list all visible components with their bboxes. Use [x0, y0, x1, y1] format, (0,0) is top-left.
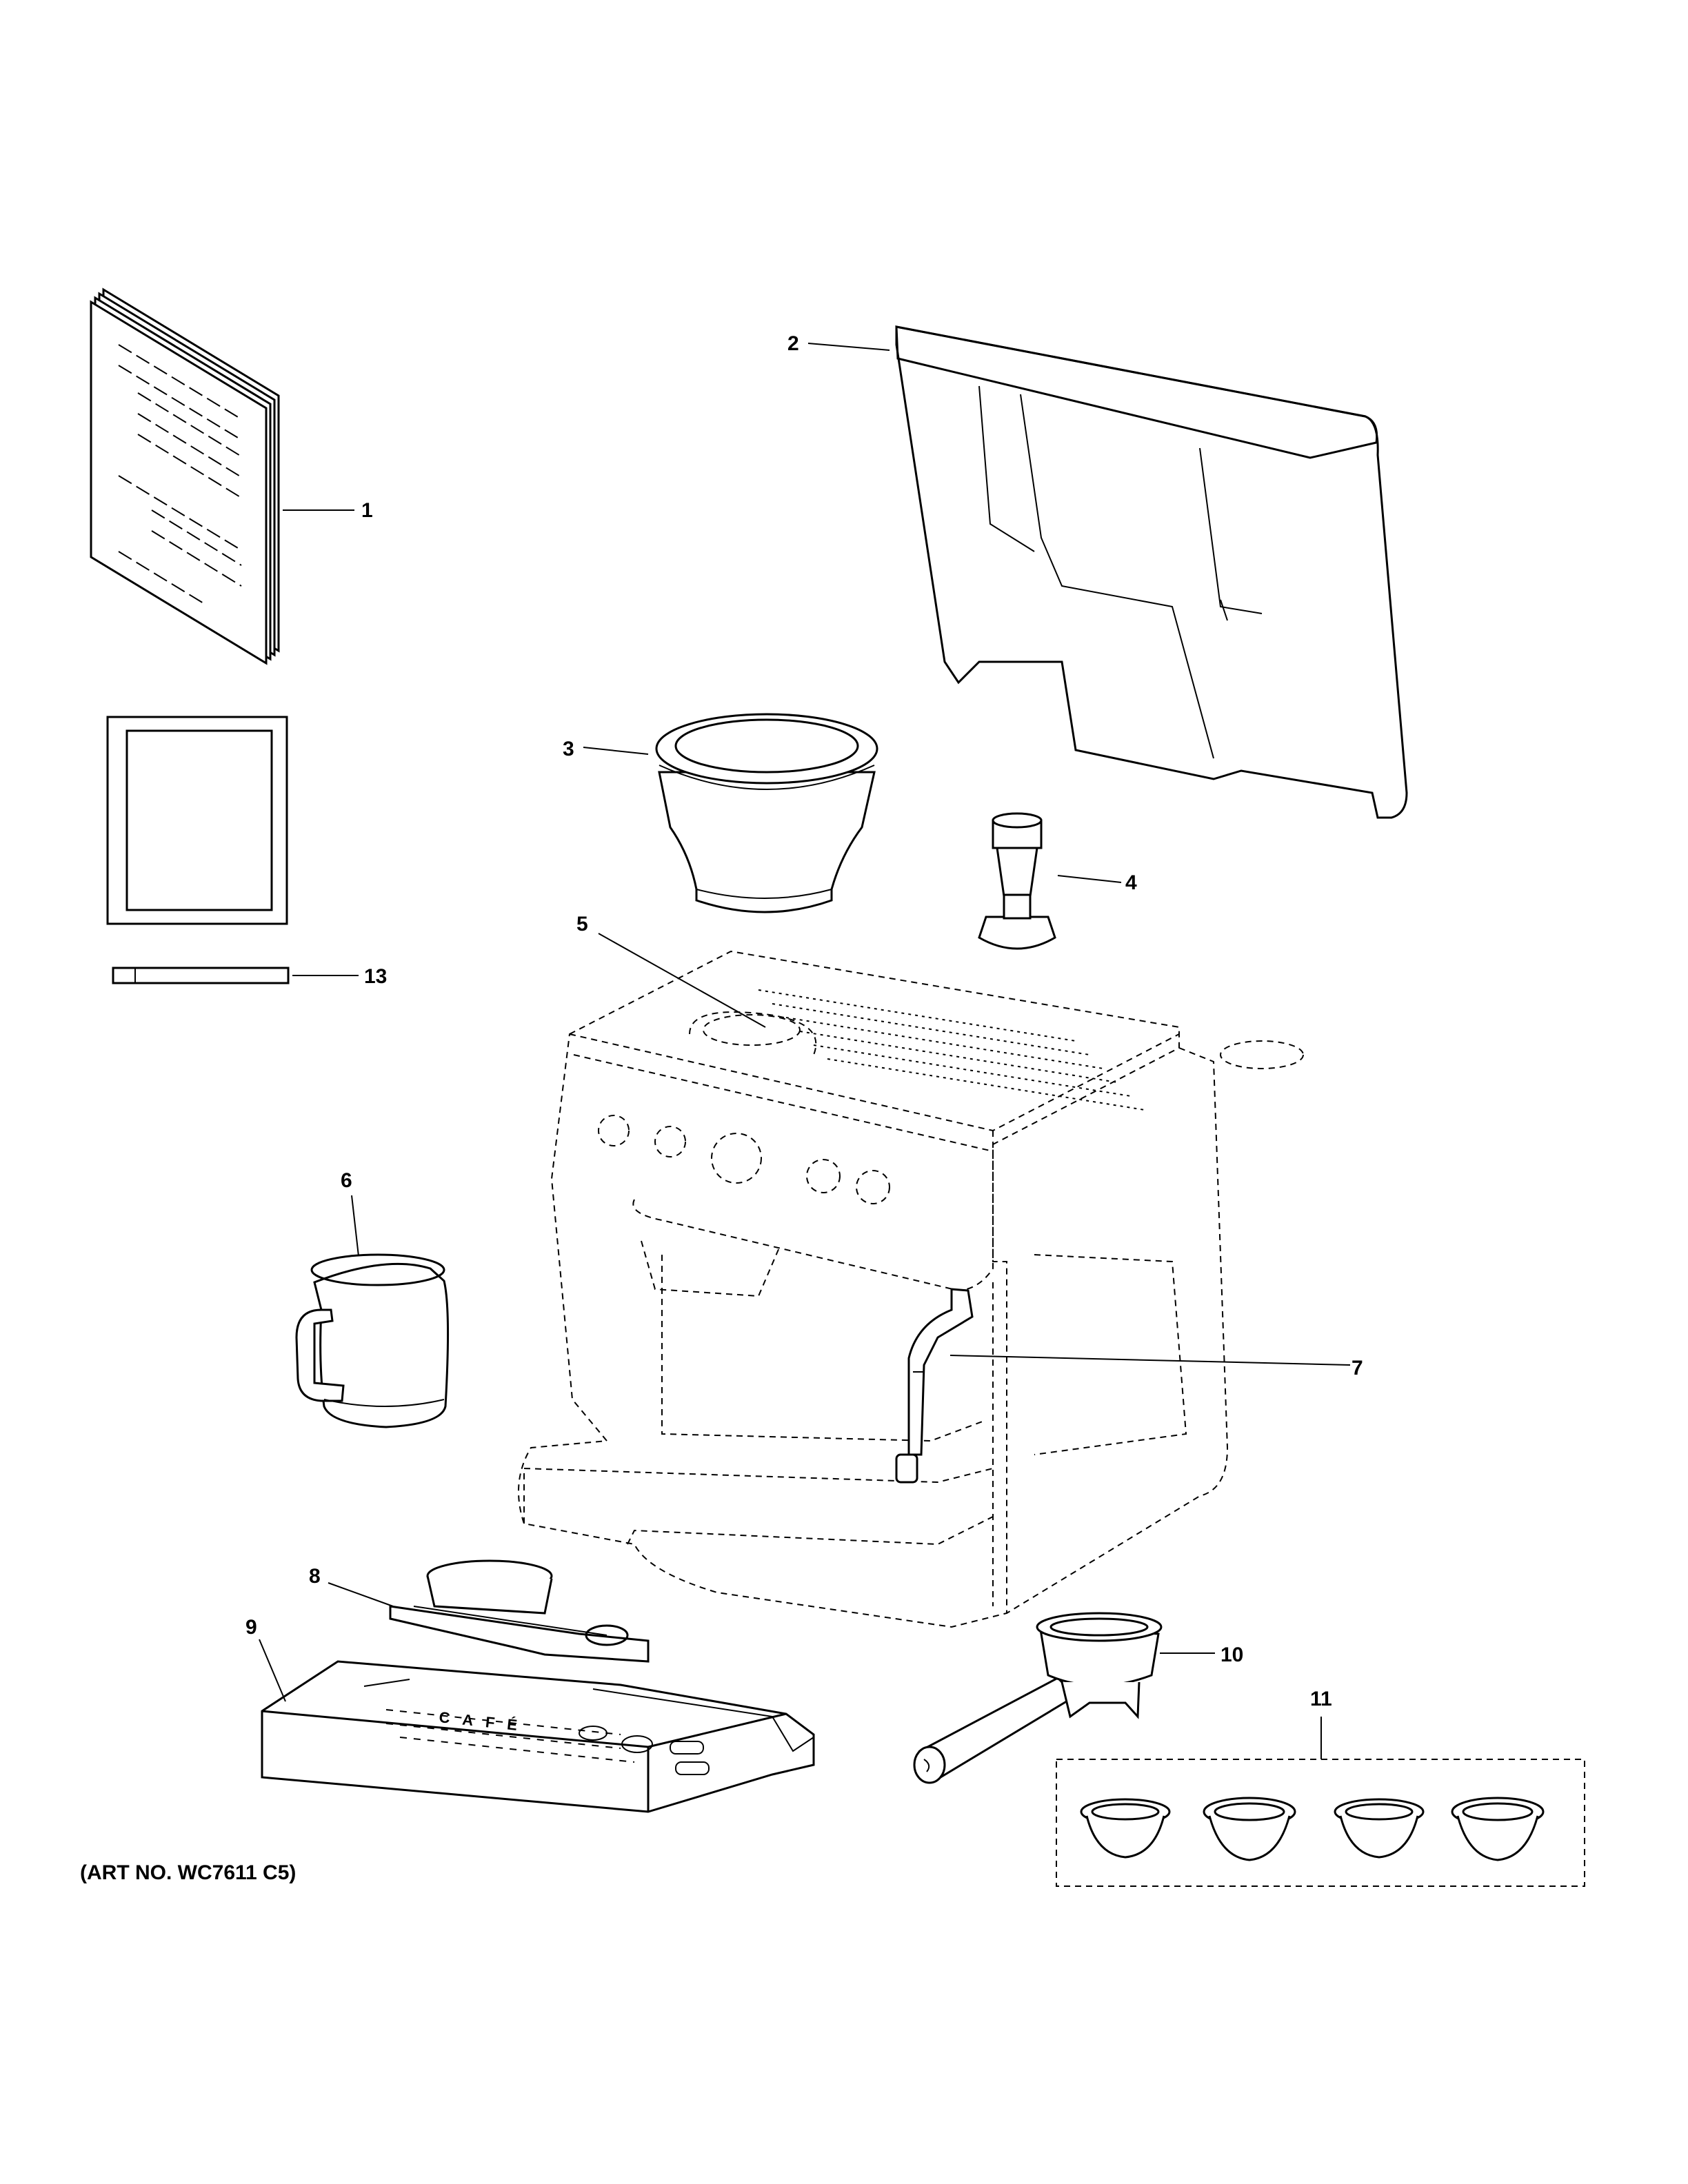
filter-basket-1 [1080, 1798, 1171, 1859]
part-9-drip-tray: CAFÉ [261, 1660, 815, 1813]
callout-11: 11 [1310, 1688, 1332, 1710]
callout-5: 5 [576, 913, 588, 936]
filter-basket-3 [1334, 1798, 1425, 1859]
part-13-strip [112, 967, 290, 984]
part-2-water-tank [895, 325, 1408, 819]
part-11-filter-baskets [1056, 1759, 1585, 1887]
callout-10: 10 [1220, 1644, 1243, 1666]
callout-2: 2 [787, 332, 799, 355]
callout-7: 7 [1352, 1357, 1363, 1379]
part-7-steam-wand [895, 1288, 974, 1484]
quick-guide-card [106, 716, 288, 925]
callout-9: 9 [245, 1616, 257, 1639]
part-8-dosing-tray [389, 1559, 650, 1663]
part-10-portafilter [913, 1612, 1163, 1784]
filter-basket-4 [1451, 1797, 1545, 1861]
callout-3: 3 [563, 738, 574, 760]
part-1-manual [90, 287, 280, 665]
part-5-machine-body [518, 950, 1304, 1628]
callout-1: 1 [361, 499, 373, 522]
part-3-bean-hopper [655, 713, 878, 913]
art-number: (ART NO. WC7611 C5) [80, 1861, 297, 1884]
part-6-milk-pitcher [295, 1253, 450, 1428]
callout-13: 13 [364, 965, 387, 988]
filter-basket-2 [1203, 1797, 1296, 1861]
part-4-tamper [978, 812, 1056, 950]
callout-4: 4 [1125, 871, 1137, 894]
callout-8: 8 [309, 1565, 321, 1588]
callout-6: 6 [341, 1169, 352, 1192]
